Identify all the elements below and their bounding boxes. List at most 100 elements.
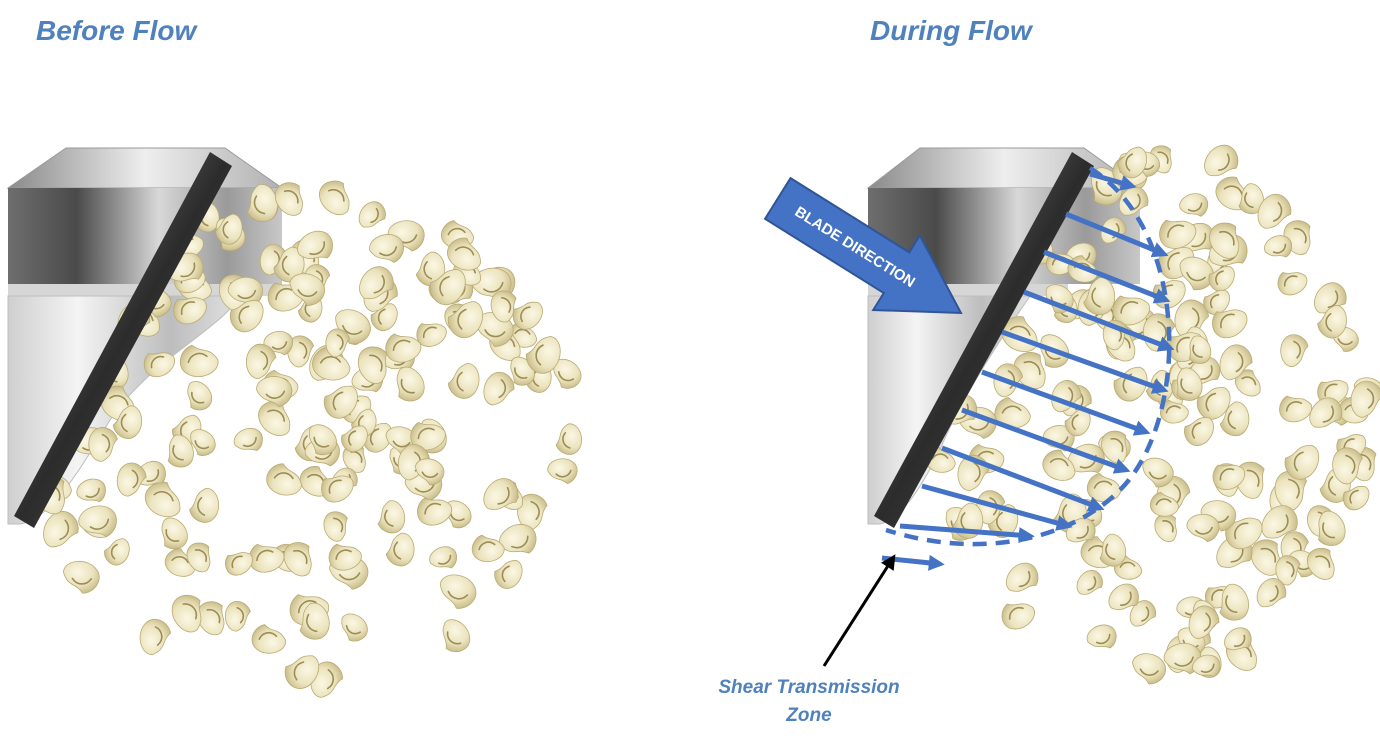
powder-particle-shade	[242, 436, 257, 448]
powder-particle	[179, 344, 219, 377]
powder-particle	[1209, 222, 1240, 259]
powder-particle	[1087, 472, 1121, 503]
powder-particle-shade	[1186, 271, 1206, 282]
powder-particle-shade	[535, 344, 544, 366]
powder-particle-shade	[222, 221, 229, 239]
powder-particle	[359, 266, 394, 300]
powder-particle-shade	[1209, 293, 1220, 309]
powder-particle	[1101, 430, 1128, 464]
powder-particle-shade	[1203, 612, 1212, 632]
powder-particle	[251, 624, 287, 654]
powder-particle	[1280, 334, 1309, 368]
powder-particle	[1224, 627, 1252, 651]
powder-particle	[547, 458, 578, 484]
shear-arrow	[1023, 289, 1175, 352]
powder-particle	[1264, 235, 1293, 258]
blade-before	[14, 152, 232, 528]
powder-particle	[1118, 186, 1149, 216]
powder-particle-shade	[187, 352, 208, 364]
powder-particle-shade	[1125, 153, 1134, 172]
powder-particle	[258, 400, 291, 436]
powder-particle-shade	[373, 274, 385, 294]
powder-particle-shade	[931, 453, 949, 460]
powder-particle-shade	[1187, 202, 1203, 212]
powder-particle-shade	[1071, 414, 1079, 431]
powder-particle-shade	[446, 631, 462, 645]
powder-particle-shade	[1293, 340, 1302, 359]
powder-particle-shade	[423, 260, 433, 280]
powder-particle	[245, 343, 277, 379]
powder-particle	[416, 323, 447, 347]
powder-particle-shade	[256, 549, 274, 562]
powder-particle-shade	[271, 341, 288, 350]
powder-particle-shade	[377, 308, 386, 325]
powder-particle	[1099, 533, 1127, 567]
powder-particle	[396, 366, 425, 402]
powder-particle	[1083, 277, 1115, 316]
powder-particle-shade	[1337, 338, 1353, 346]
powder-particle-shade	[1288, 478, 1300, 499]
powder-particle	[43, 510, 79, 548]
powder-particle-shade	[206, 608, 221, 624]
powder-particle-shade	[336, 334, 344, 350]
powder-particle	[1186, 513, 1220, 543]
powder-particle-shade	[1131, 193, 1141, 211]
powder-particle-shade	[283, 190, 299, 204]
powder-particle-shade	[1049, 458, 1069, 467]
powder-particle	[1112, 295, 1150, 326]
powder-particle	[1129, 600, 1157, 627]
powder-particle	[417, 497, 453, 526]
powder-particle	[319, 180, 350, 216]
powder-particle-shade	[171, 555, 189, 564]
shear-arrow	[1065, 211, 1169, 258]
powder-particle-shade	[146, 469, 160, 482]
powder-particle	[1086, 624, 1117, 649]
powder-particle	[341, 613, 368, 642]
powder-particle-shade	[180, 301, 196, 316]
powder-particle-shade	[1272, 201, 1283, 222]
powder-particle-shade	[1241, 376, 1257, 386]
powder-particle	[429, 546, 458, 569]
powder-particle	[1196, 387, 1231, 420]
powder-particle	[1257, 193, 1292, 229]
powder-particle-shade	[327, 188, 345, 202]
powder-particle-shade	[1233, 634, 1246, 647]
powder-particle-shade	[309, 241, 326, 256]
powder-particle	[410, 421, 446, 451]
powder-particle	[187, 381, 212, 411]
powder-particle	[1005, 562, 1039, 592]
powder-particle-shade	[520, 306, 531, 323]
powder-particle	[1350, 380, 1380, 418]
powder-particle-shade	[1167, 252, 1180, 271]
powder-particle	[297, 230, 333, 259]
powder-particle	[1208, 266, 1235, 292]
powder-particle	[1309, 397, 1343, 428]
powder-particle	[88, 427, 118, 462]
powder-particle-shade	[197, 497, 206, 516]
powder-particle-shade	[1219, 230, 1235, 246]
powder-particle	[1192, 654, 1221, 678]
powder-particle-shade	[370, 207, 379, 224]
powder-particle-shade	[1120, 301, 1139, 314]
powder-particle-shade	[1225, 595, 1238, 614]
powder-particle-shade	[1157, 151, 1169, 164]
powder-particle-shade	[562, 432, 571, 449]
powder-particle	[1064, 408, 1091, 437]
powder-particle-shade	[1293, 227, 1307, 244]
powder-particle-shade	[555, 469, 572, 478]
powder-particle-shade	[498, 379, 507, 399]
powder-particle-shade	[1276, 514, 1289, 534]
powder-particle-shade	[1217, 153, 1230, 172]
powder-particle-shade	[194, 549, 208, 563]
powder-particle-shade	[514, 367, 528, 379]
powder-particle	[1042, 449, 1076, 481]
powder-particle-shade	[1246, 469, 1260, 487]
powder-particle-shade	[1200, 663, 1215, 673]
powder-particle-shade	[153, 491, 174, 502]
powder-particle-shade	[1112, 222, 1120, 239]
powder-particle-shade	[1001, 405, 1022, 414]
powder-particle	[1219, 344, 1253, 381]
powder-particle-shade	[258, 631, 278, 640]
powder-particle-shade	[165, 528, 180, 542]
powder-particle	[321, 475, 354, 503]
